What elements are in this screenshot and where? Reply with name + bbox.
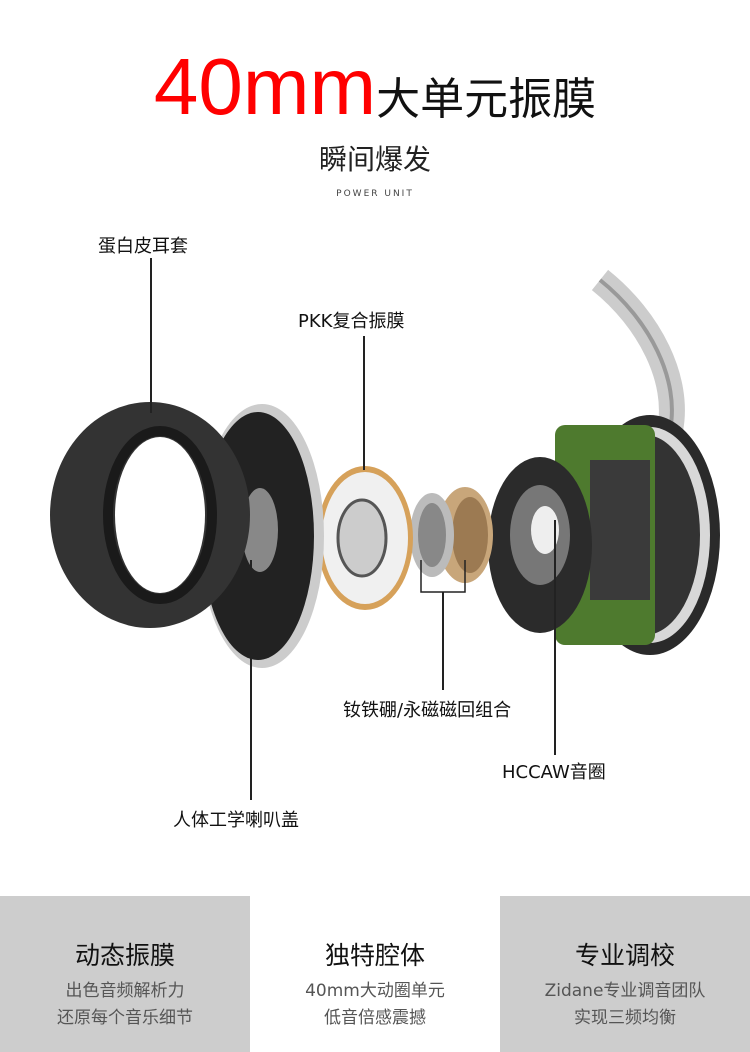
headline: 40mm大单元振膜: [0, 42, 750, 132]
feature-panel: 专业调校 Zidane专业调音团队 实现三频均衡: [500, 896, 750, 1052]
exploded-headphone-illustration: [50, 269, 720, 668]
feature-line: 40mm大动圈单元: [305, 981, 445, 1001]
feature-line: 还原每个音乐细节: [57, 1008, 193, 1028]
headline-highlight: 40mm: [153, 42, 377, 131]
label-magnet: 钕铁硼/永磁磁回组合: [343, 700, 512, 721]
label-ear-pad: 蛋白皮耳套: [98, 236, 188, 257]
feature-line: 实现三频均衡: [574, 1008, 676, 1028]
callout-line-magnet: [442, 592, 444, 690]
feature-panel: 独特腔体 40mm大动圈单元 低音倍感震撼: [250, 896, 500, 1052]
subtitle: 瞬间爆发: [318, 143, 431, 176]
label-diaphragm: PKK复合振膜: [298, 311, 405, 332]
callout-line-diaphragm: [363, 336, 365, 470]
english-subtitle: POWER UNIT: [336, 189, 414, 199]
feature-line: Zidane专业调音团队: [544, 981, 706, 1001]
headline-rest: 大单元振膜: [376, 74, 597, 125]
feature-line: 出色音频解析力: [65, 981, 185, 1001]
callout-line-cover: [250, 560, 252, 800]
label-cover: 人体工学喇叭盖: [173, 810, 299, 831]
callout-line-voice-coil: [554, 520, 556, 755]
feature-title: 动态振膜: [74, 941, 175, 970]
feature-line: 低音倍感震撼: [324, 1008, 426, 1028]
feature-title: 专业调校: [574, 941, 675, 970]
feature-panel: 动态振膜 出色音频解析力 还原每个音乐细节: [0, 896, 250, 1052]
label-voice-coil: HCCAW音圈: [502, 762, 606, 783]
feature-title: 独特腔体: [324, 941, 425, 970]
callout-line-ear-pad: [150, 258, 152, 413]
